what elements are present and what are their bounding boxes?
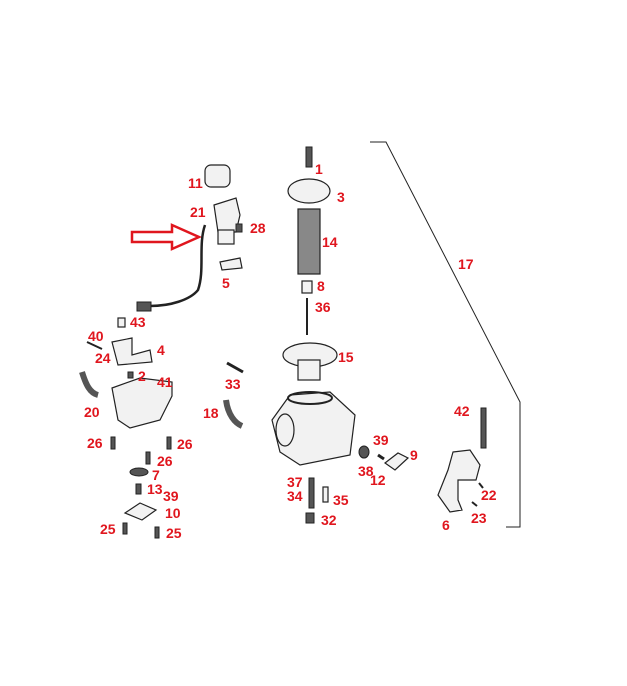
part-21-body: [217, 229, 235, 245]
label-43: 43: [130, 314, 146, 330]
label-23: 23: [471, 510, 487, 526]
part-9-plate: [383, 452, 410, 471]
label-3: 3: [337, 189, 345, 205]
carburetor-body: [271, 391, 356, 466]
label-21: 21: [190, 204, 206, 220]
part-10-cover: [123, 502, 158, 521]
part-35-jet: [322, 486, 329, 503]
part-42-screw: [480, 407, 487, 449]
part-25-screw-b: [154, 526, 160, 539]
part-26-screw-b: [166, 436, 172, 450]
part-22-screw: [478, 482, 484, 489]
part-21-connector: [136, 301, 152, 312]
highlight-arrow: [130, 223, 203, 251]
part-20-hose: [79, 371, 100, 398]
part-38-washer: [358, 445, 370, 459]
part-40-pin: [86, 341, 103, 350]
label-25-a: 25: [100, 521, 116, 537]
label-22: 22: [481, 487, 497, 503]
part-18-hose: [223, 399, 244, 429]
label-1: 1: [315, 161, 323, 177]
label-14: 14: [322, 234, 338, 250]
label-26-b: 26: [177, 436, 193, 452]
label-36: 36: [315, 299, 331, 315]
part-13-spring: [135, 483, 142, 495]
label-28: 28: [250, 220, 266, 236]
label-39-b: 39: [373, 432, 389, 448]
part-26-screw-c: [145, 451, 151, 465]
label-5: 5: [222, 275, 230, 291]
part-26-screw-a: [110, 436, 116, 450]
part-4-float: [111, 337, 153, 366]
part-21-wire: [149, 224, 207, 308]
label-20: 20: [84, 404, 100, 420]
label-35: 35: [333, 492, 349, 508]
label-9: 9: [410, 447, 418, 463]
label-25-b: 25: [166, 525, 182, 541]
part-41-bowl: [111, 377, 173, 429]
label-4: 4: [157, 342, 165, 358]
part-2-plug: [127, 371, 134, 379]
part-11-cap: [204, 164, 231, 188]
assembly-bracket-17: [370, 141, 521, 528]
label-12: 12: [370, 472, 386, 488]
label-6: 6: [442, 517, 450, 533]
part-25-screw-a: [122, 522, 128, 535]
label-26-c: 26: [157, 453, 173, 469]
label-34: 34: [287, 488, 303, 504]
part-8-holder: [301, 280, 313, 294]
label-13: 13: [147, 481, 163, 497]
part-5-plate: [219, 257, 243, 271]
part-43-nut: [117, 317, 126, 328]
part-23-screw: [471, 501, 478, 507]
part-14-spring: [297, 208, 321, 275]
label-10: 10: [165, 505, 181, 521]
part-1-screw: [305, 146, 313, 168]
carburetor-gasket: [287, 391, 333, 405]
label-39-a: 39: [163, 488, 179, 504]
part-3-top-cover: [287, 178, 331, 204]
label-15: 15: [338, 349, 354, 365]
label-41: 41: [157, 374, 173, 390]
part-37-34-jet: [308, 477, 315, 509]
part-28-screw: [235, 223, 243, 233]
label-17: 17: [458, 256, 474, 272]
carburetor-inlet: [275, 413, 295, 447]
part-7-diaphragm: [129, 467, 149, 477]
label-8: 8: [317, 278, 325, 294]
part-12-spring: [377, 453, 385, 461]
label-37: 37: [287, 474, 303, 490]
part-labels: 11 21 28 5 43 40 24 4 2 41 20 26 26 26 7…: [84, 161, 497, 541]
part-15-piston: [297, 359, 321, 381]
label-7: 7: [152, 467, 160, 483]
label-33: 33: [225, 376, 241, 392]
label-40: 40: [88, 328, 104, 344]
label-2: 2: [138, 368, 146, 384]
label-18: 18: [203, 405, 219, 421]
part-32-drain: [305, 512, 315, 524]
label-32: 32: [321, 512, 337, 528]
label-24: 24: [95, 350, 111, 366]
part-33-screw: [226, 361, 244, 374]
label-11: 11: [188, 175, 203, 191]
part-6-bracket: [437, 449, 481, 513]
label-26-a: 26: [87, 435, 103, 451]
label-38: 38: [358, 463, 374, 479]
label-42: 42: [454, 403, 470, 419]
